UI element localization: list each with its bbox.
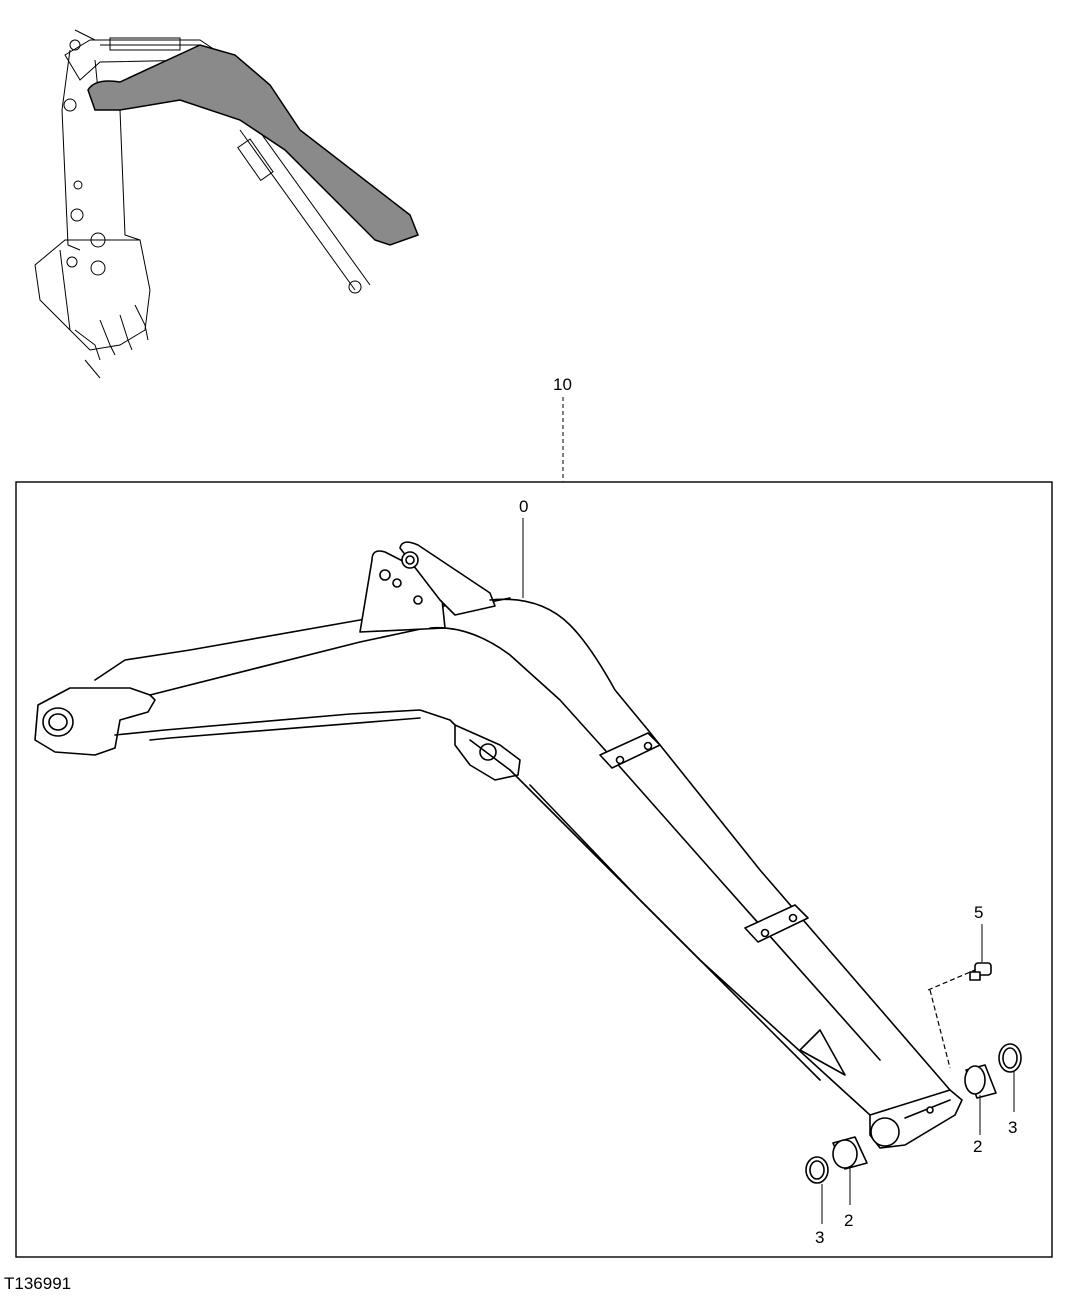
seal-left bbox=[805, 1156, 829, 1184]
callout-bushing-right-number: 2 bbox=[973, 1137, 982, 1156]
detail-frame bbox=[15, 481, 1053, 1258]
grease-fitting bbox=[927, 962, 992, 1069]
callout-arm-number: 0 bbox=[519, 497, 528, 516]
callout-seal-right-number: 3 bbox=[1008, 1118, 1017, 1137]
bushing-right bbox=[964, 1064, 997, 1099]
callout-assembly-number: 10 bbox=[553, 375, 572, 394]
bushing-left bbox=[832, 1136, 868, 1170]
overview-backhoe-sketch bbox=[34, 29, 419, 379]
seal-right bbox=[998, 1043, 1022, 1073]
arm-drawing bbox=[34, 541, 963, 1149]
callout-fitting-number: 5 bbox=[974, 903, 983, 922]
callout-seal-left-number: 3 bbox=[815, 1228, 824, 1247]
figure-id: T136991 bbox=[4, 1274, 72, 1293]
callout-bushing-left-number: 2 bbox=[844, 1211, 853, 1230]
